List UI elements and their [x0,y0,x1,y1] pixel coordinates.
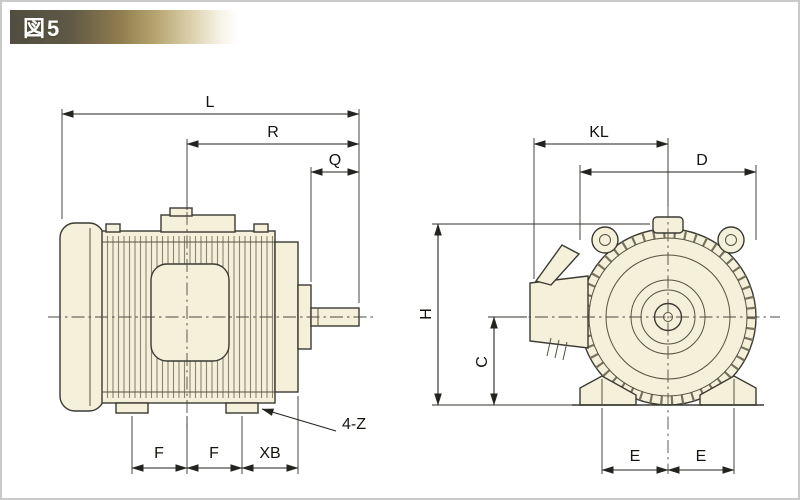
dim-label-H: H [418,308,435,320]
dim-label-F2: F [209,445,219,462]
dim-label-D: D [696,152,708,169]
terminal-box-lid [534,244,581,286]
eyebolt-left-hole [599,234,611,246]
dim-label-C: C [474,356,491,368]
front-view-dimensions: KL D H C E E [418,124,757,474]
dim-label-Q: Q [329,152,341,169]
figure-banner: 図5 [10,10,238,44]
side-view-dimensions: L R Q F F XB 4-Z [61,94,366,474]
extension-lines [432,138,757,474]
terminal-box-cap [169,207,193,217]
dim-label-F1: F [154,445,164,462]
cable-entry-marks [546,337,568,361]
foot-left [115,402,149,414]
dim-label-E1: E [630,448,641,465]
dim-label-XB: XB [259,445,280,462]
front-view [488,205,780,474]
lug-right [253,223,269,233]
leader-line-4Z [261,408,337,432]
dim-label-4Z: 4-Z [342,416,366,433]
figure-label: 図5 [23,16,62,41]
dim-label-R: R [267,124,279,141]
eyebolt-left [591,226,619,254]
side-view [48,207,374,430]
terminal-box-front [529,275,589,349]
nameplate [150,263,230,362]
lug-left [105,223,121,233]
terminal-box-side [160,214,236,233]
eyebolt-right-hole [725,234,737,246]
dim-label-E2: E [696,448,707,465]
dim-label-KL: KL [589,124,609,141]
eyebolt-right [717,226,745,254]
foot-right [225,402,259,414]
dim-label-L: L [206,94,215,111]
